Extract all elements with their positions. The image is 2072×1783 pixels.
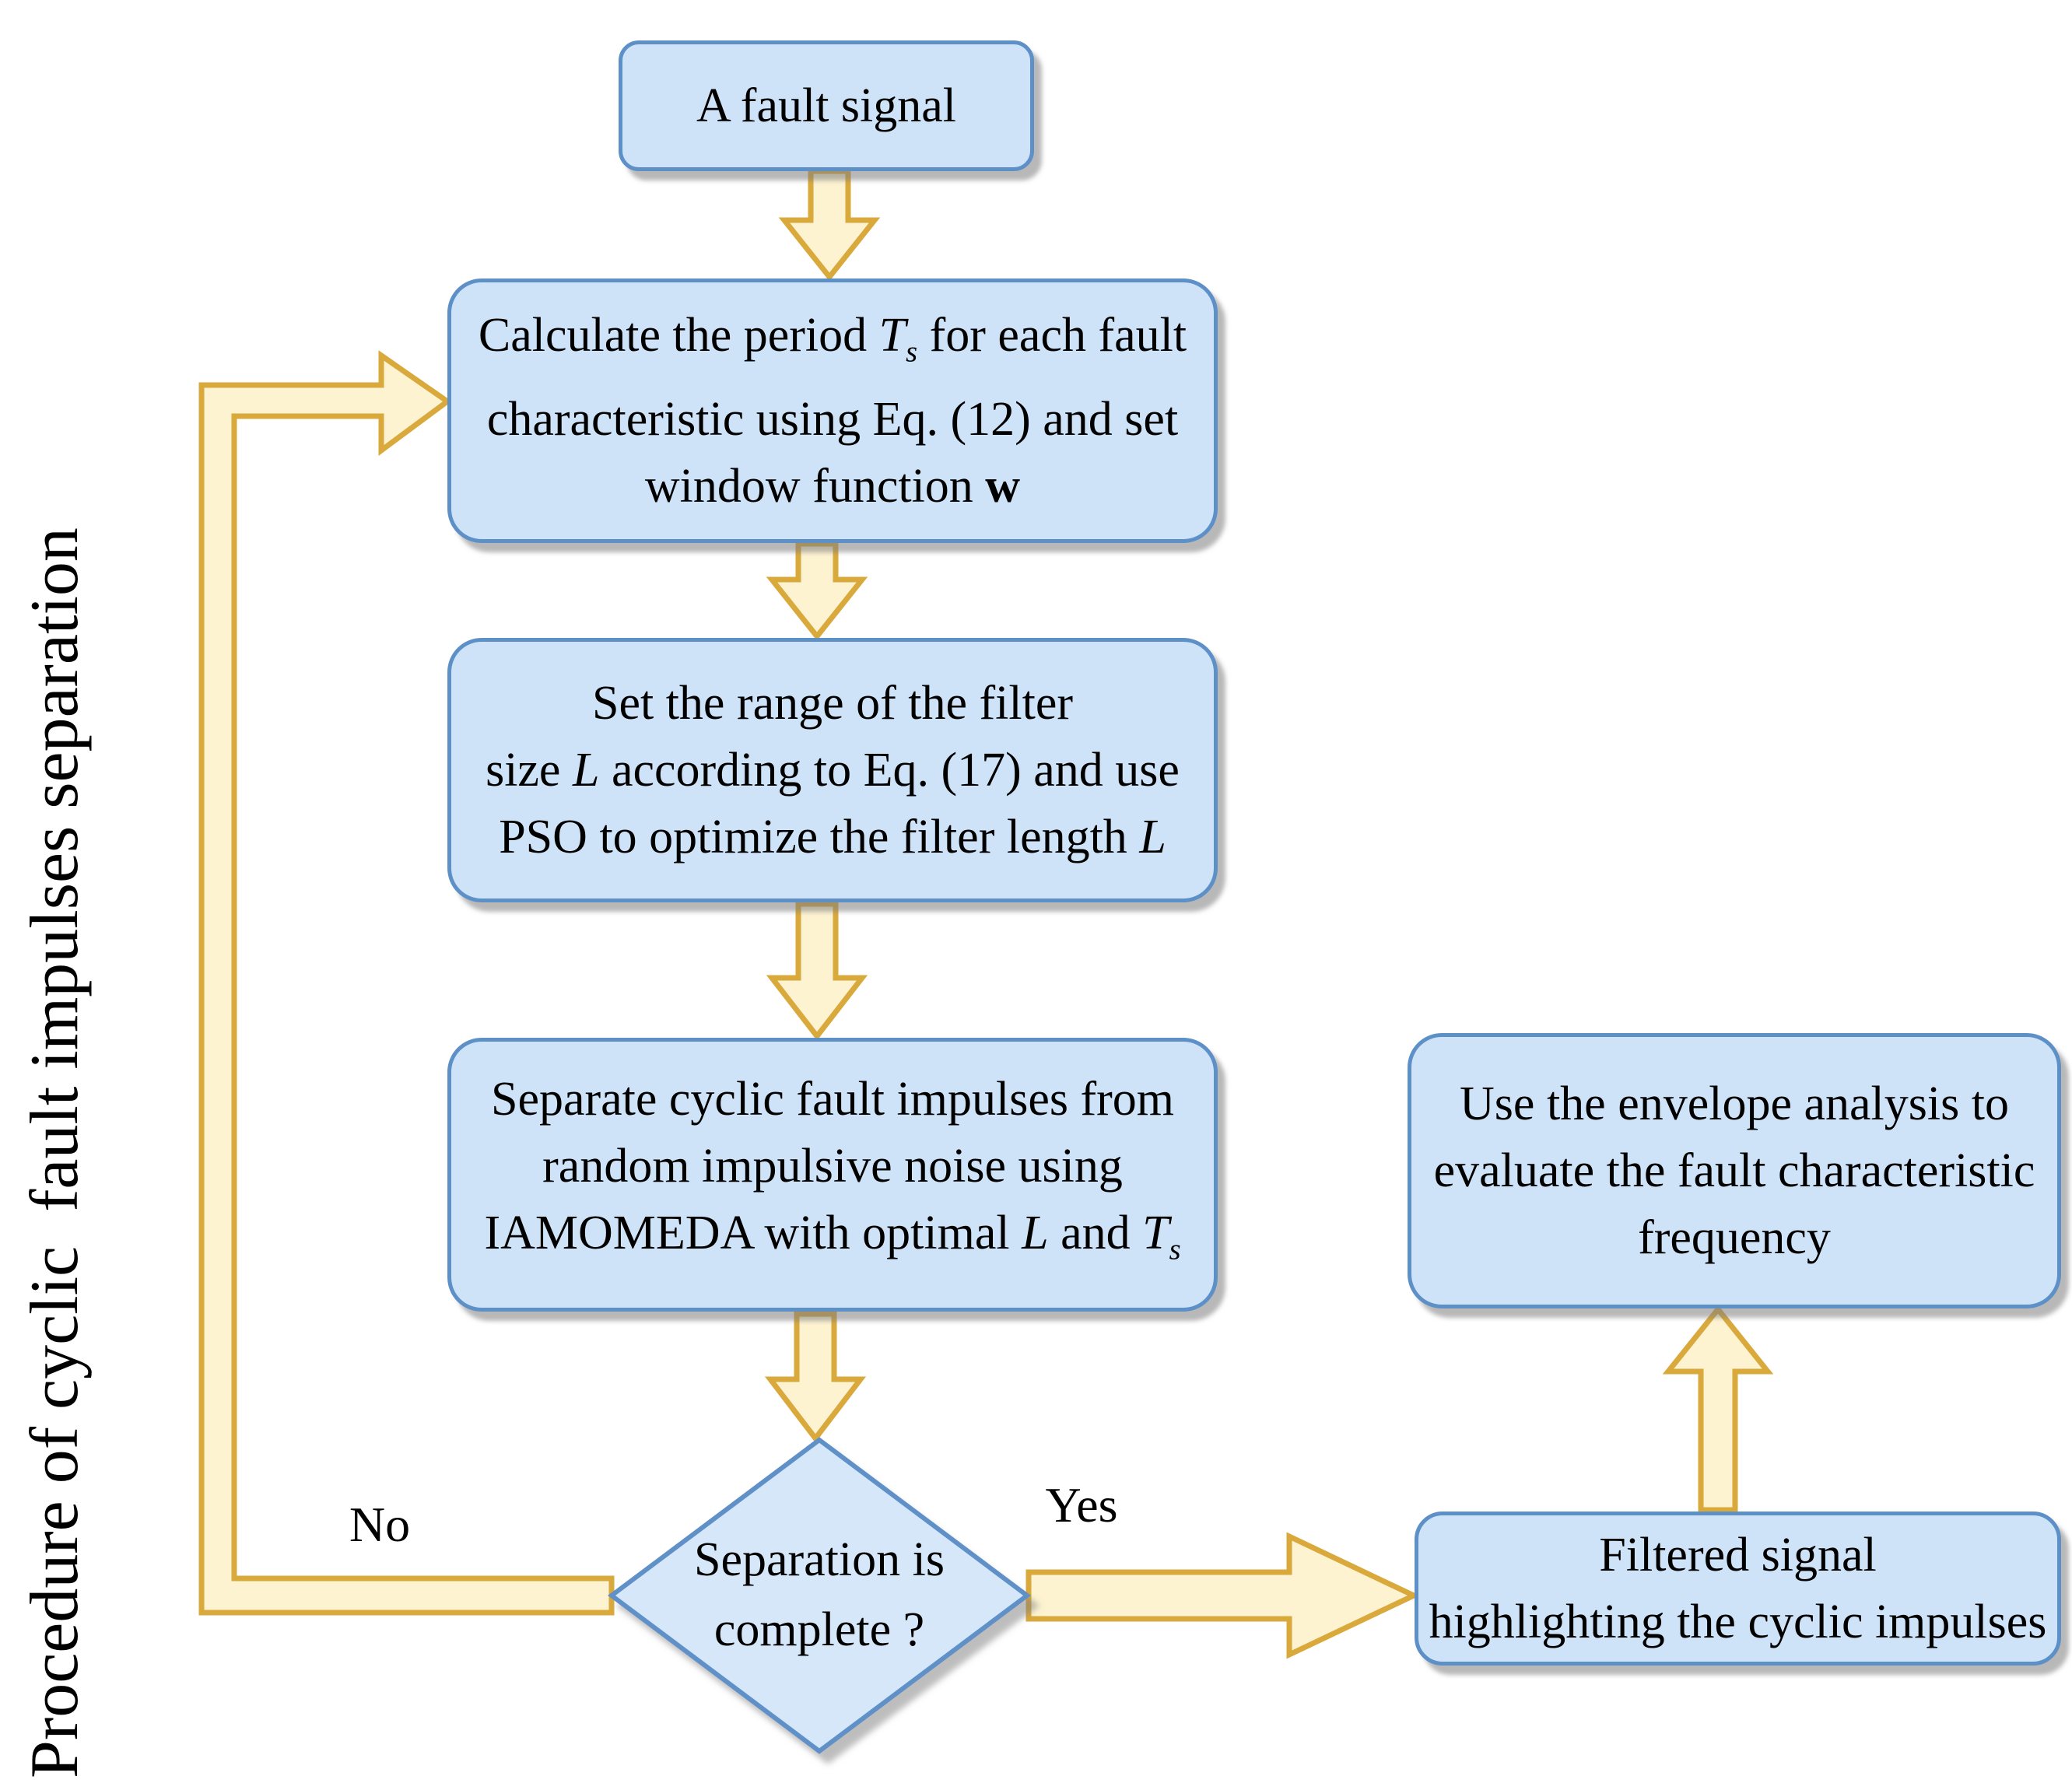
node-separate-impulses: Separate cyclic fault impulses from rand…	[447, 1038, 1218, 1312]
node-line: Set the range of the filter	[591, 677, 1074, 730]
node-line: highlighting the cyclic impulses	[1429, 1596, 2047, 1648]
down-arrow-4	[764, 1311, 867, 1443]
node-line: characteristic using Eq. (12) and set	[486, 392, 1179, 446]
node-line: PSO to optimize the filter length L	[499, 811, 1166, 863]
node-line: complete ?	[713, 1603, 925, 1656]
no-loop-arrow	[198, 350, 615, 1616]
down-arrow-1	[778, 168, 881, 282]
branch-label-yes: Yes	[1045, 1477, 1118, 1533]
yes-arrow	[1025, 1532, 1421, 1659]
node-line: IAMOMEDA with optimal L and Ts	[484, 1207, 1181, 1266]
diagram-title: Procedure of cyclic fault impulses separ…	[17, 527, 93, 1778]
node-envelope-analysis: Use the envelope analysis to evaluate th…	[1408, 1033, 2061, 1308]
decision-diamond	[607, 1437, 1032, 1754]
node-calc-period: Calculate the period Ts for each fault c…	[447, 278, 1218, 543]
down-arrow-2	[766, 541, 868, 641]
node-fault-signal: A fault signal	[619, 40, 1034, 171]
node-decision-label: Separation is complete ?	[625, 1519, 1014, 1671]
node-line: size L according to Eq. (17) and use	[486, 744, 1180, 797]
node-line: Filtered signal	[1599, 1529, 1877, 1582]
node-filtered-signal: Filtered signal highlighting the cyclic …	[1415, 1512, 2061, 1666]
down-arrow-3	[766, 901, 868, 1041]
node-set-range: Set the range of the filter size L accor…	[447, 638, 1218, 902]
node-line: Separation is	[694, 1533, 945, 1586]
branch-label-no: No	[349, 1497, 411, 1552]
node-line: frequency	[1638, 1211, 1831, 1264]
node-line: random impulsive noise using	[542, 1140, 1123, 1193]
node-line: window function w	[644, 459, 1021, 513]
up-arrow	[1662, 1305, 1774, 1513]
node-line: Calculate the period Ts for each fault	[478, 309, 1187, 369]
node-line: evaluate the fault characteristic	[1433, 1144, 2035, 1197]
node-line: Separate cyclic fault impulses from	[490, 1073, 1175, 1126]
node-label: A fault signal	[696, 79, 957, 132]
node-line: Use the envelope analysis to	[1460, 1077, 2009, 1130]
